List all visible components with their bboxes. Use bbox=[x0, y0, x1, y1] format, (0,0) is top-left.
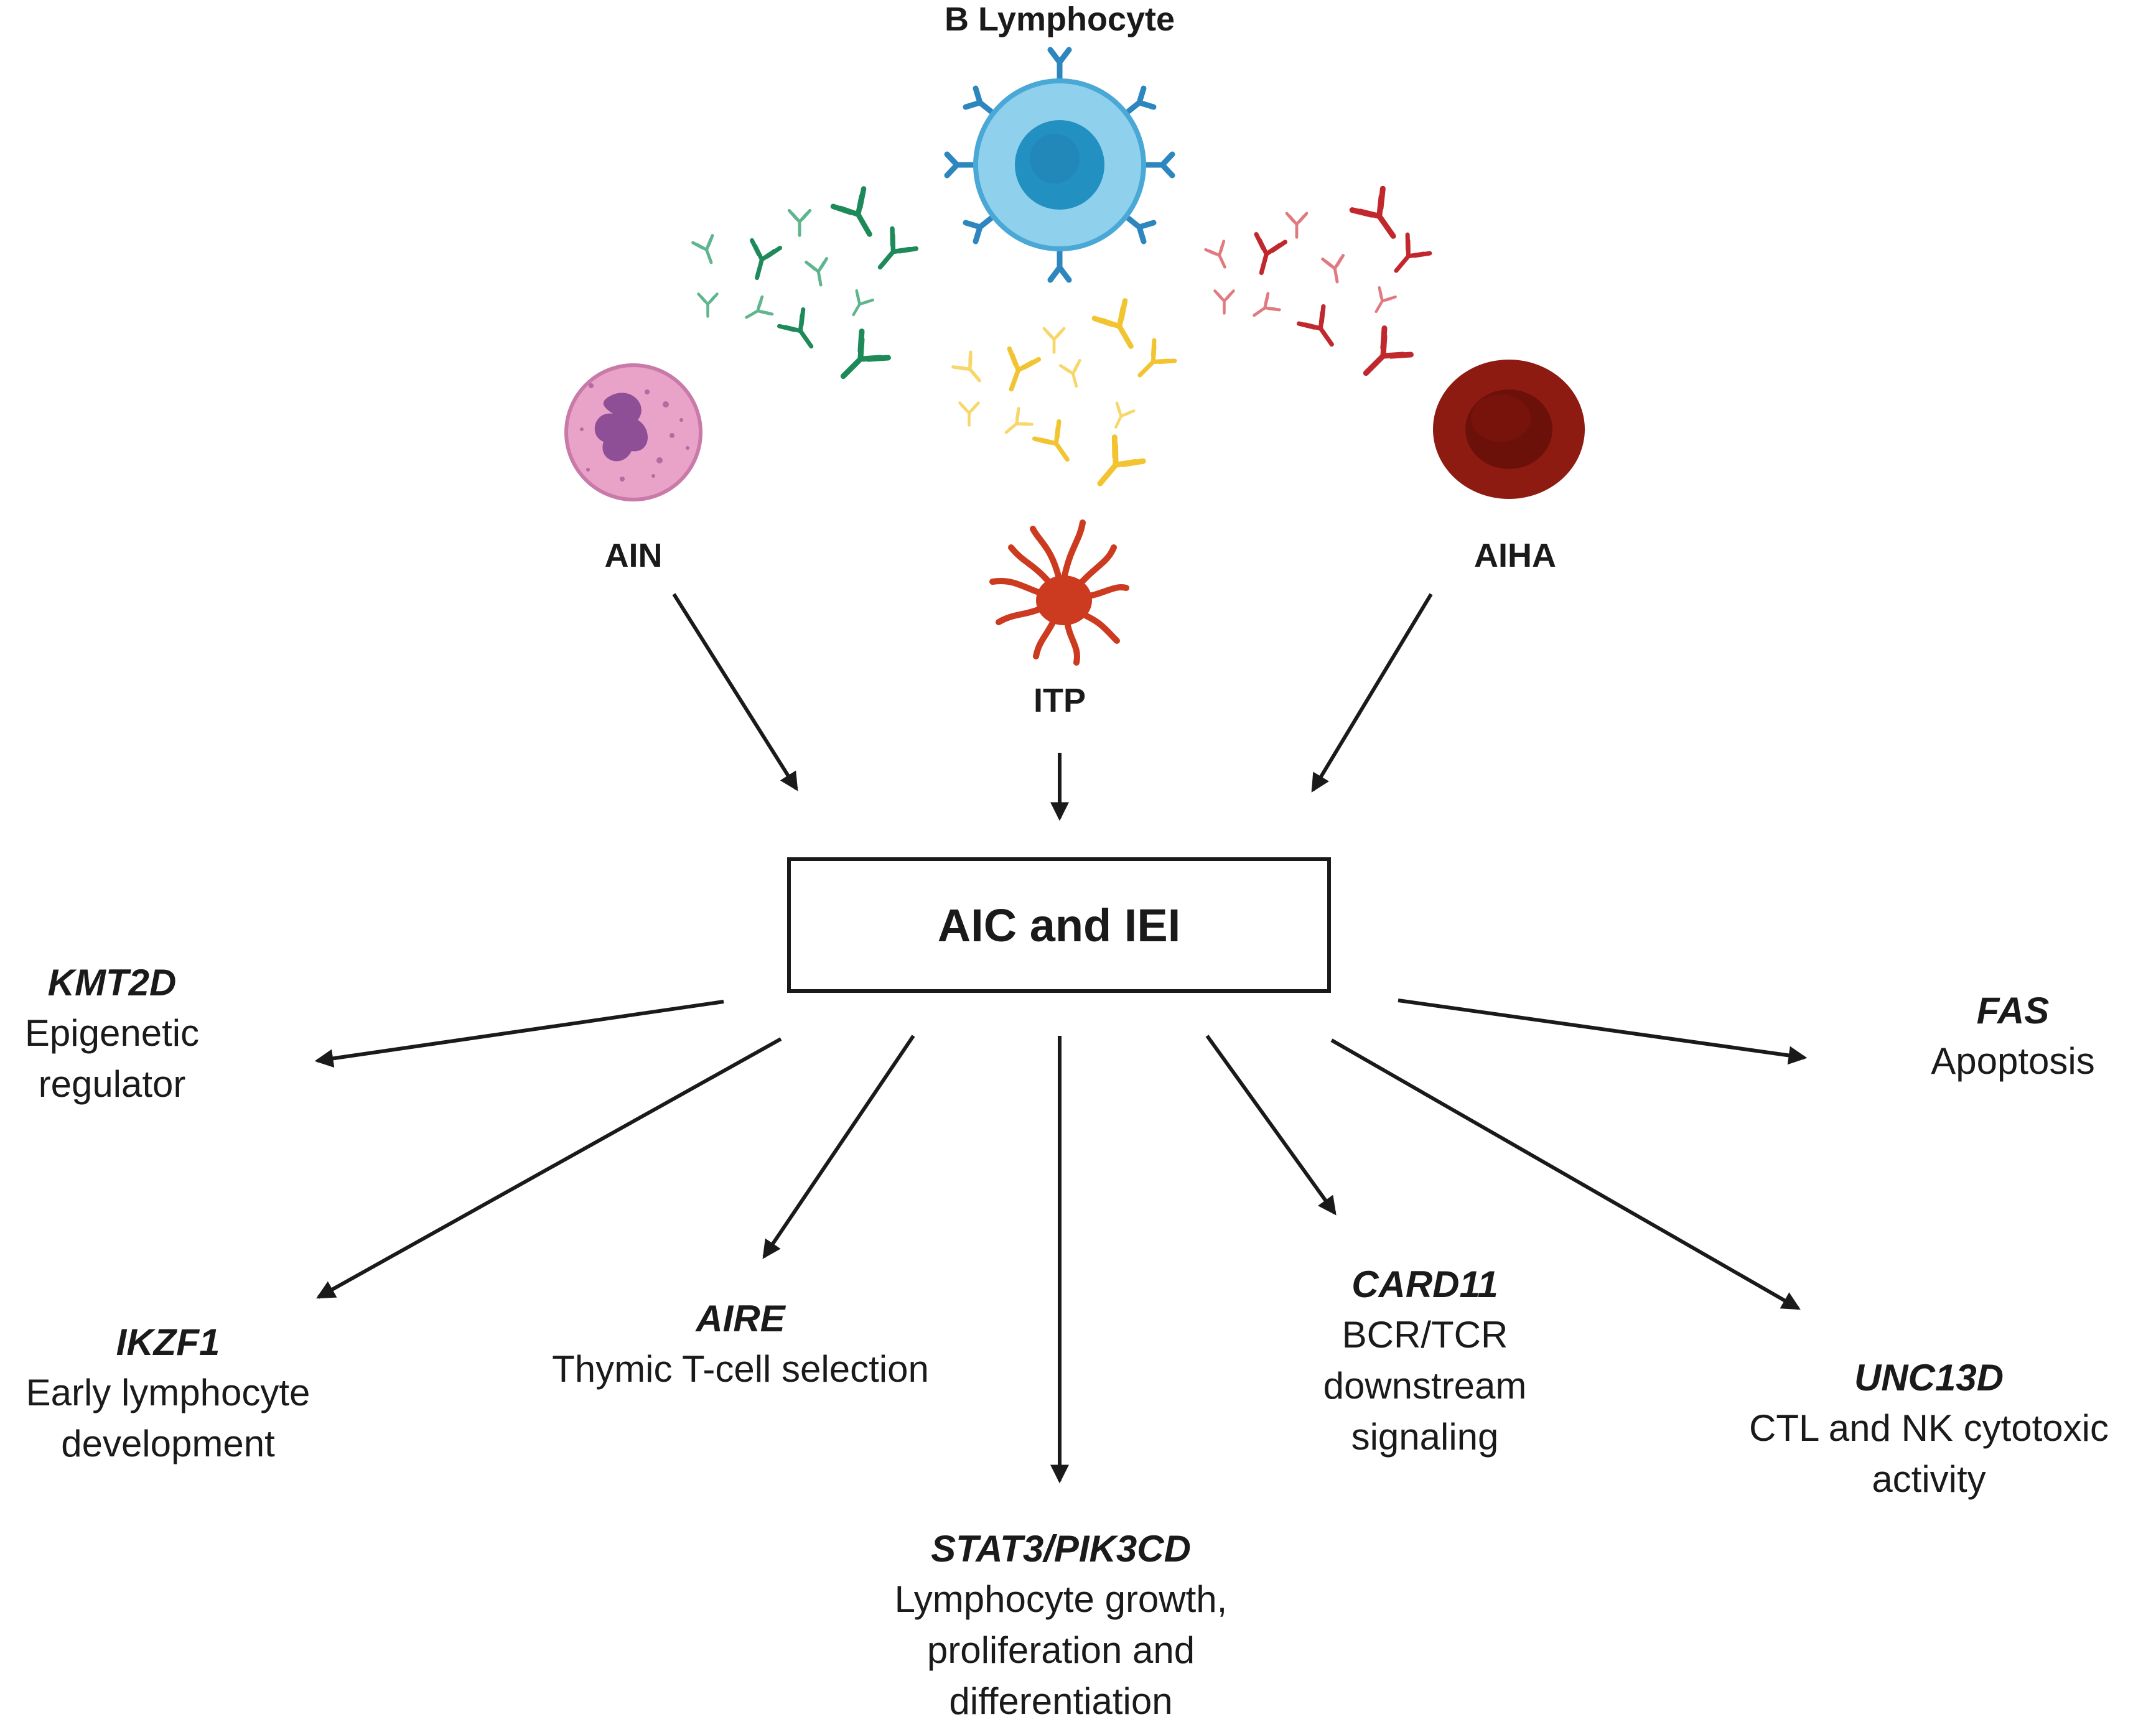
gene-fas: FAS Apoptosis bbox=[1895, 986, 2131, 1087]
gene-stat3-pik3cd-name: STAT3/PIK3CD bbox=[931, 1528, 1191, 1570]
gene-kmt2d-desc-1: Epigenetic bbox=[24, 1012, 200, 1054]
gene-aire: AIRE Thymic T-cell selection bbox=[485, 1294, 996, 1395]
gene-stat3-pik3cd-desc-1: Lymphocyte growth, bbox=[894, 1578, 1228, 1620]
platelet-icon bbox=[989, 519, 1129, 666]
gene-card11-desc-3: signaling bbox=[1351, 1416, 1499, 1458]
gene-ikzf1: IKZF1 Early lymphocyte development bbox=[0, 1318, 336, 1469]
gene-ikzf1-name: IKZF1 bbox=[116, 1321, 220, 1363]
gene-card11: CARD11 BCR/TCR downstream signaling bbox=[1263, 1260, 1587, 1463]
gene-fas-name: FAS bbox=[1976, 990, 2050, 1031]
gene-aire-name: AIRE bbox=[696, 1298, 785, 1339]
gene-stat3-pik3cd-desc-2: proliferation and bbox=[926, 1629, 1195, 1671]
aiha-label: AIHA bbox=[1474, 537, 1556, 574]
gene-card11-desc-1: BCR/TCR bbox=[1342, 1314, 1508, 1356]
b-lymphocyte-label: B Lymphocyte bbox=[944, 1, 1175, 38]
ain-label: AIN bbox=[604, 537, 663, 574]
gene-ikzf1-desc-1: Early lymphocyte bbox=[26, 1372, 310, 1413]
gene-kmt2d-desc-2: regulator bbox=[38, 1063, 186, 1105]
neutrophil-icon bbox=[564, 363, 702, 501]
center-label: AIC and IEI bbox=[937, 899, 1181, 951]
gene-aire-desc-1: Thymic T-cell selection bbox=[552, 1348, 929, 1390]
antibody-cluster-green-icon bbox=[693, 189, 917, 389]
antibody-cluster-yellow-icon bbox=[953, 300, 1175, 495]
gene-kmt2d-name: KMT2D bbox=[47, 962, 177, 1003]
gene-stat3-pik3cd: STAT3/PIK3CD Lymphocyte growth, prolifer… bbox=[824, 1524, 1297, 1727]
gene-fas-desc-1: Apoptosis bbox=[1931, 1040, 2095, 1082]
gene-stat3-pik3cd-desc-3: differentiation bbox=[949, 1680, 1173, 1722]
gene-card11-desc-2: downstream bbox=[1323, 1365, 1527, 1407]
gene-unc13d-name: UNC13D bbox=[1854, 1357, 2004, 1399]
b-lymphocyte-icon bbox=[944, 47, 1175, 283]
gene-unc13d-desc-2: activity bbox=[1872, 1458, 1986, 1500]
red-blood-cell-icon bbox=[1433, 360, 1585, 499]
arrows-into-center bbox=[672, 593, 1433, 821]
gene-kmt2d: KMT2D Epigenetic regulator bbox=[0, 958, 224, 1110]
gene-unc13d-desc-1: CTL and NK cytotoxic bbox=[1749, 1407, 2109, 1449]
antibody-cluster-red-icon bbox=[1206, 189, 1430, 386]
arrows-out-of-center bbox=[314, 998, 1808, 1484]
gene-card11-name: CARD11 bbox=[1351, 1264, 1498, 1305]
gene-unc13d: UNC13D CTL and NK cytotoxic activity bbox=[1702, 1353, 2156, 1505]
center-box: AIC and IEI bbox=[787, 857, 1331, 993]
gene-ikzf1-desc-2: development bbox=[61, 1423, 275, 1464]
itp-label: ITP bbox=[1033, 682, 1086, 719]
